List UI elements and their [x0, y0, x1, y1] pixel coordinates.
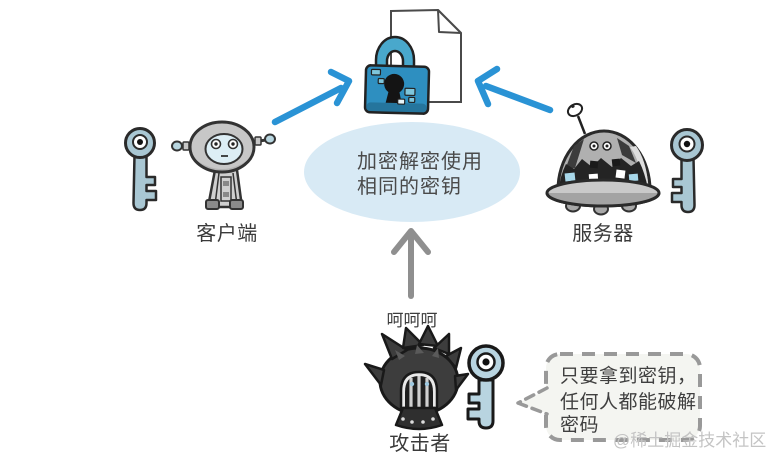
client-robot-icon	[171, 120, 276, 210]
client-label: 客户端	[196, 222, 258, 245]
lock-icon	[363, 35, 431, 115]
server-key-icon	[670, 128, 704, 214]
watermark-text: @稀土掘金技术社区	[613, 431, 766, 450]
client-key-icon	[124, 127, 158, 212]
bubble-text-line3: 密码	[560, 414, 599, 436]
ellipse-text-line1: 加密解密使用	[357, 150, 483, 173]
bubble-text-line2: 任何人都能破解	[560, 391, 697, 413]
arrow-client-to-document	[271, 68, 353, 126]
arrow-server-to-document	[474, 65, 554, 114]
attacker-key-icon	[466, 344, 505, 430]
server-label: 服务器	[572, 222, 634, 245]
arrow-attacker-to-key	[391, 228, 431, 299]
bubble-text-line1: 只要拿到密钥，	[560, 364, 697, 387]
attacker-icon	[363, 324, 470, 431]
attacker-speech-bubble: 只要拿到密钥， 任何人都能破解 密码	[516, 352, 702, 442]
shared-key-ellipse	[304, 122, 520, 222]
laugh-text: 呵呵呵	[387, 311, 438, 330]
server-robot-icon	[545, 102, 661, 216]
attacker-label: 攻击者	[389, 432, 451, 455]
ellipse-text-line2: 相同的密钥	[357, 175, 462, 198]
